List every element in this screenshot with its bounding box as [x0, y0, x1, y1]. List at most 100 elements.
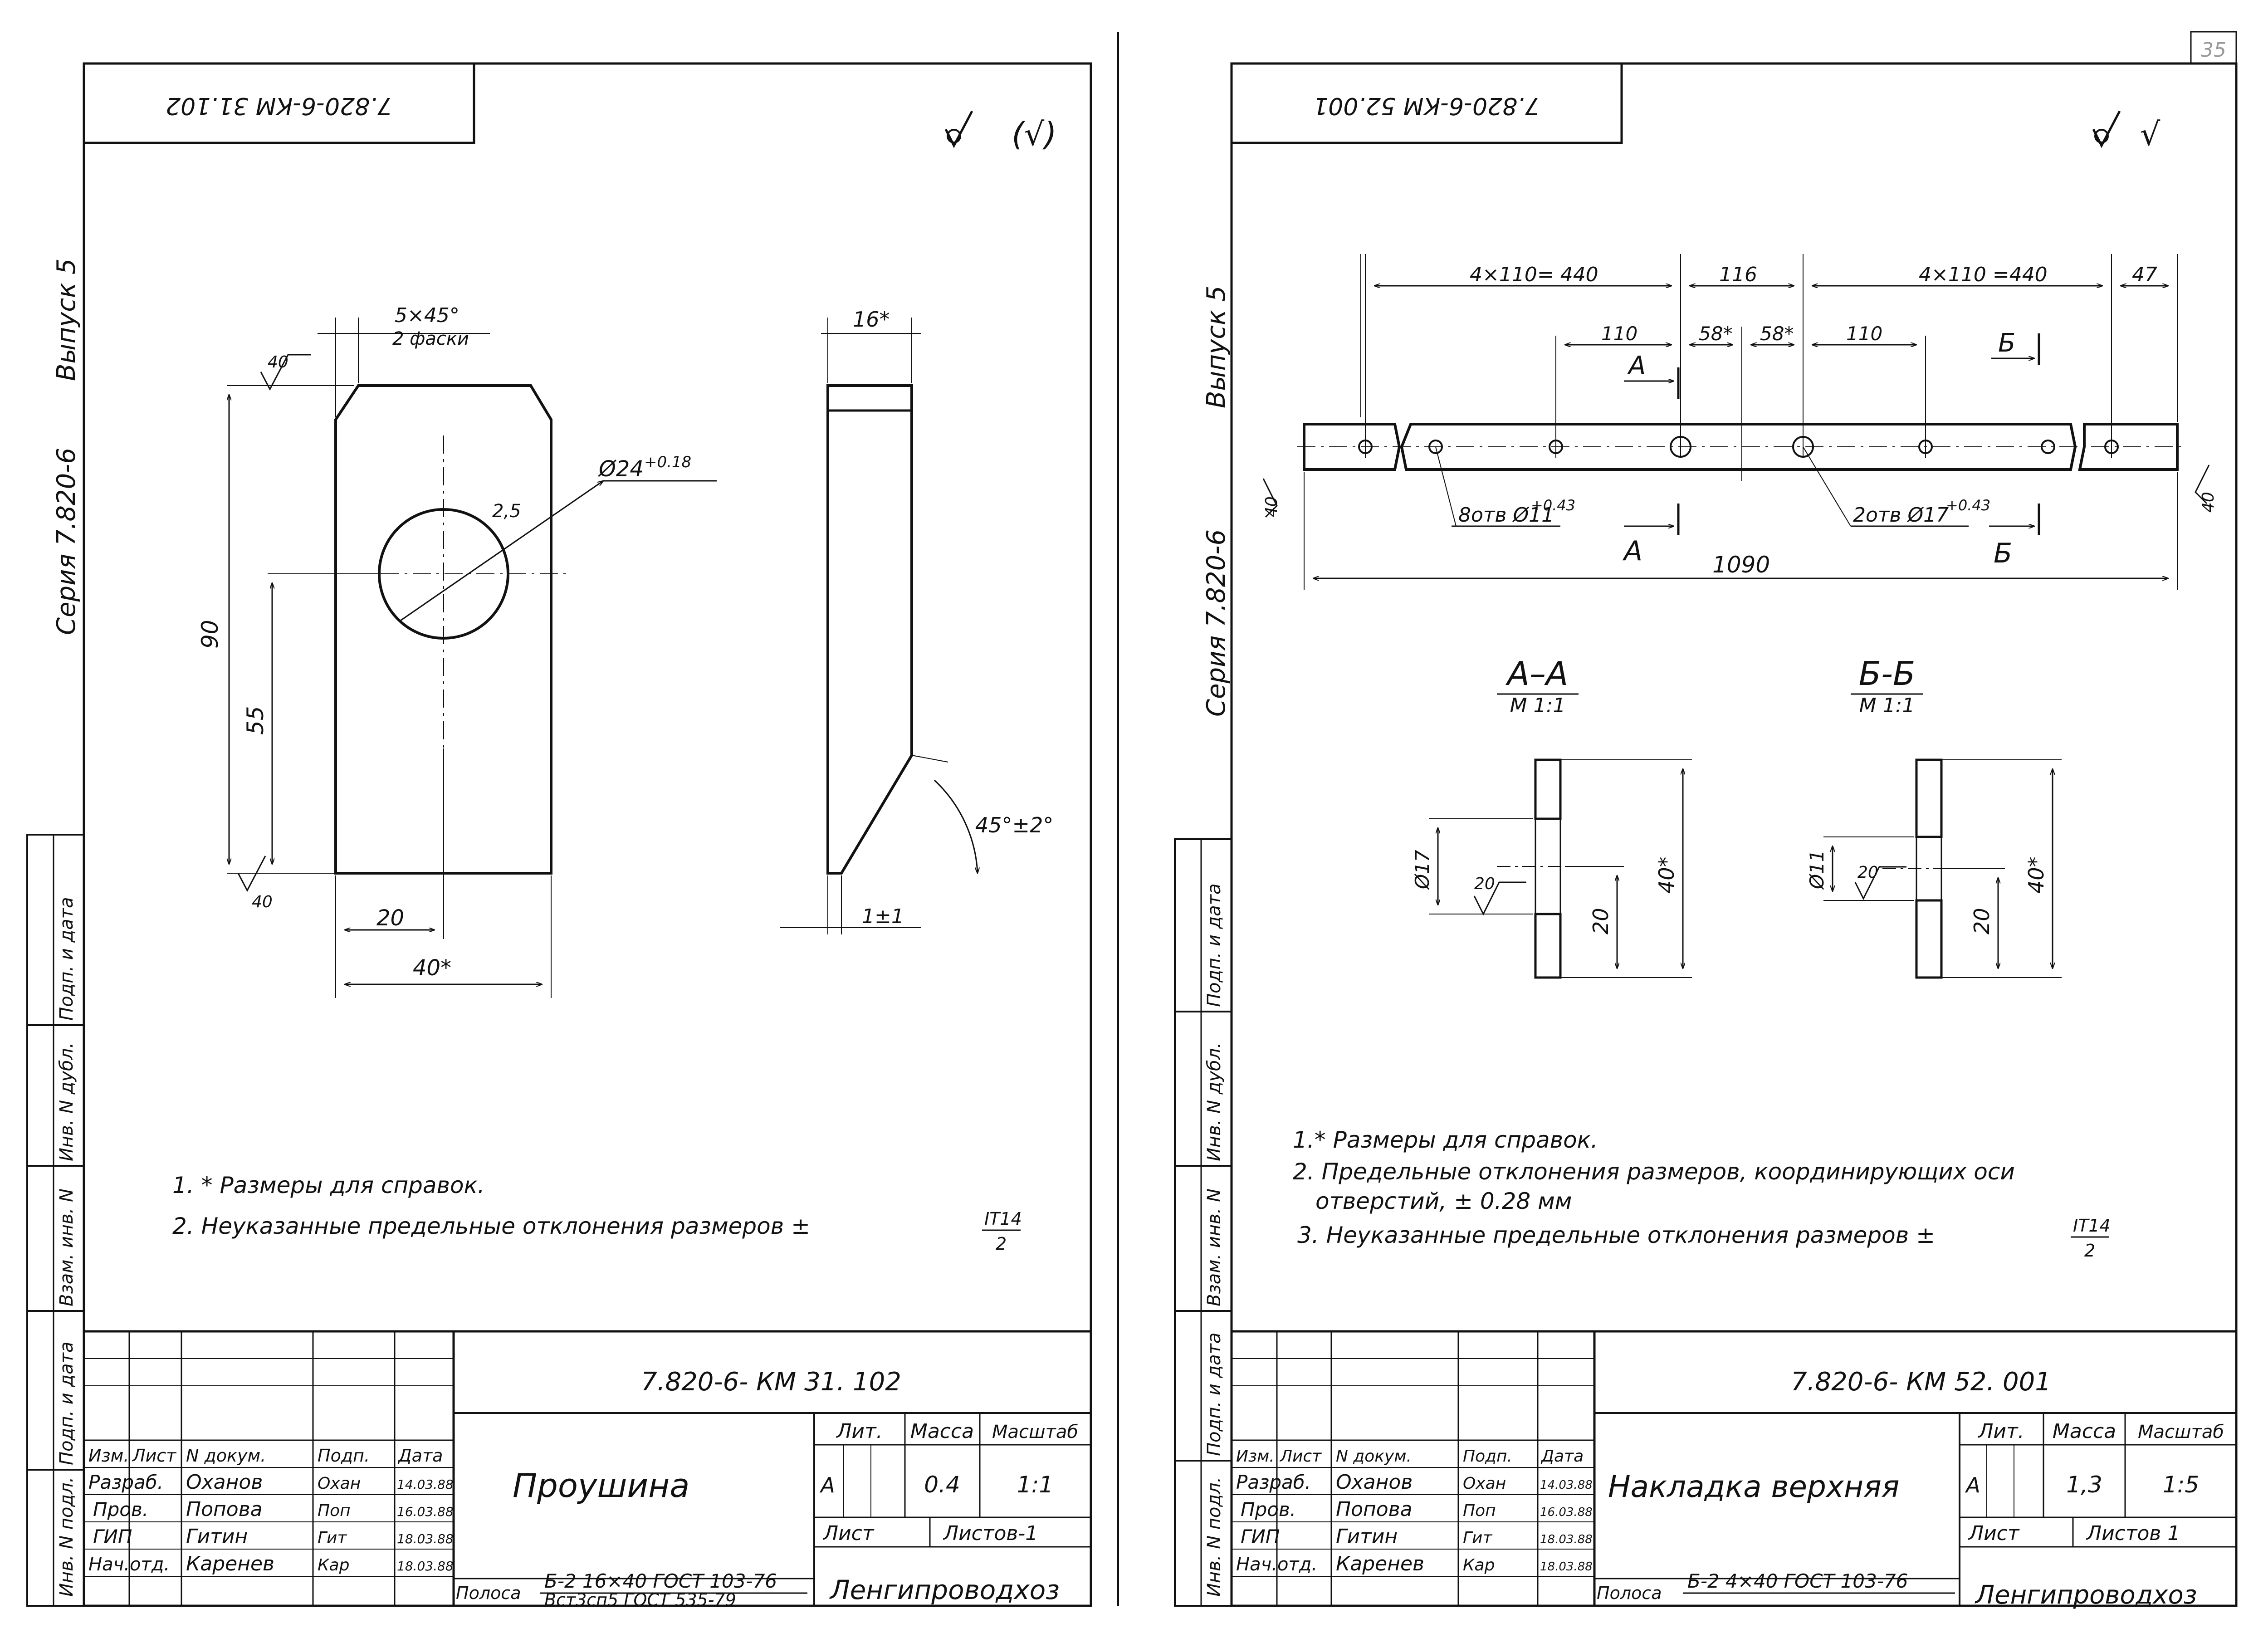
- left-row1-sign: Охан: [318, 1474, 361, 1493]
- left-dim-chamfer: 5×45°: [395, 304, 459, 327]
- left-dim-chamfer-note: 2 фаски: [392, 328, 469, 349]
- right-lit-header: Лит.: [1977, 1420, 2024, 1443]
- right-notes: 1.* Размеры для справок. 2. Предельные о…: [1293, 1127, 2111, 1261]
- left-row3-role: ГИП: [93, 1526, 132, 1548]
- right-sec-d17: Ø17: [1411, 850, 1433, 890]
- left-issue-label: Выпуск 5: [52, 259, 81, 381]
- right-row3-sign: Гит: [1463, 1529, 1492, 1547]
- right-note-frac-den: 2: [2084, 1241, 2095, 1261]
- right-col-sign: Подп.: [1463, 1447, 1512, 1466]
- left-dim-angle: 45°±2°: [975, 813, 1053, 837]
- left-dim-55: 55: [242, 706, 269, 735]
- right-sec-mark-b-bottom: Б: [1994, 538, 2012, 569]
- left-row3-sign: Гит: [318, 1529, 347, 1547]
- right-page-no: 35: [2201, 39, 2226, 62]
- left-roughness-mark: (√): [944, 110, 1057, 153]
- right-row3-role: ГИП: [1241, 1526, 1280, 1548]
- left-scale-header: Масштаб: [992, 1422, 1078, 1442]
- right-section-aa-scale: М 1:1: [1510, 694, 1566, 717]
- left-row3-name: Гитин: [186, 1525, 248, 1548]
- right-section-aa: А–А М 1:1 Ø17 20 20 40*: [1411, 655, 1692, 979]
- left-row3-date: 18.03.88: [397, 1531, 454, 1546]
- left-sheet-label: Лист: [822, 1522, 875, 1545]
- left-side-label-2: Подп. и дата: [56, 1342, 77, 1465]
- right-dim-top2: 116: [1719, 263, 1757, 286]
- right-dim-58a: 58*: [1699, 323, 1732, 345]
- right-row3-name: Гитин: [1336, 1525, 1398, 1548]
- left-stamp-code: 7.820-6-КМ 31.102: [166, 92, 392, 119]
- right-col-list: Лист: [1279, 1447, 1322, 1466]
- right-frame: [1230, 62, 2238, 1607]
- right-scale-header: Масштаб: [2138, 1422, 2224, 1442]
- right-col-date: Дата: [1540, 1447, 1584, 1466]
- right-sec-r20a: 20: [1474, 875, 1495, 893]
- right-note-2: 2. Предельные отклонения размеров, коорд…: [1293, 1159, 2015, 1185]
- right-row4-name: Каренев: [1336, 1552, 1424, 1575]
- right-holes1: 8отв Ø11: [1458, 504, 1554, 527]
- right-sec-h20b: 20: [1970, 908, 1994, 934]
- left-series-label: Серия 7.820-6: [52, 448, 81, 635]
- right-part-name: Накладка верхняя: [1608, 1469, 1900, 1504]
- left-note-frac-den: 2: [996, 1234, 1007, 1254]
- right-rough-left: 40: [1262, 496, 1281, 517]
- right-title-code: 7.820-6- КМ 52. 001: [1791, 1367, 2051, 1397]
- right-sec-mark-a-bottom: А: [1622, 535, 1642, 567]
- left-sheets-label: Листов-1: [943, 1522, 1038, 1545]
- right-side-label-4: Инв. N дубл.: [1204, 1042, 1225, 1161]
- right-holes2-tol: +0.43: [1946, 497, 1990, 514]
- left-row1-name: Оханов: [186, 1471, 263, 1494]
- right-row2-date: 16.03.88: [1540, 1506, 1593, 1519]
- right-lit-value: А: [1965, 1473, 1980, 1497]
- left-dim-r25: 2,5: [492, 501, 521, 522]
- right-dim-top3: 4×110 =440: [1919, 263, 2048, 286]
- left-side-strip: Инв. N подл. Подп. и дата Взам. инв. N И…: [26, 834, 85, 1607]
- left-rough-top: 40: [268, 353, 288, 372]
- right-note-3: 3. Неуказанные предельные отклонения раз…: [1297, 1222, 1935, 1248]
- right-row1-role: Разраб.: [1236, 1471, 1311, 1493]
- left-note-1: 1. * Размеры для справок.: [172, 1172, 485, 1198]
- left-side-label-4: Инв. N дубл.: [56, 1042, 77, 1161]
- right-dim-top4: 47: [2132, 263, 2157, 286]
- left-roughness-text: (√): [1012, 116, 1056, 153]
- right-row3-date: 18.03.88: [1540, 1533, 1593, 1546]
- left-col-list: Лист: [132, 1446, 177, 1466]
- right-issue-label: Выпуск 5: [1202, 286, 1231, 408]
- right-material-top: Б-2 4×40 ГОСТ 103-76: [1687, 1570, 1908, 1592]
- left-sheet: 7.820-6-КМ 31.102 (√) Серия 7.820-6 Выпу…: [26, 62, 1092, 1610]
- left-mass-header: Масса: [910, 1420, 974, 1443]
- right-stamp-code: 7.820-6-КМ 52.001: [1313, 92, 1540, 119]
- left-org: Ленгипроводхоз: [829, 1574, 1060, 1605]
- left-title-block: Изм. Лист N докум. Подп. Дата Разраб. Ох…: [84, 1330, 1091, 1610]
- left-side-label-3: Взам. инв. N: [56, 1188, 77, 1306]
- right-row2-name: Попова: [1336, 1498, 1413, 1521]
- right-col-izm: Изм.: [1236, 1447, 1275, 1466]
- right-sec-mark-a-top: А: [1627, 351, 1646, 381]
- left-dim-90: 90: [197, 620, 223, 649]
- left-side-label-5: Подп. и дата: [56, 897, 77, 1021]
- left-stamp-box: [83, 62, 475, 144]
- right-holes2: 2отв Ø17: [1853, 504, 1949, 527]
- right-note-1: 1.* Размеры для справок.: [1293, 1127, 1598, 1153]
- right-section-bb: Б-Б М 1:1 Ø11 20 20 40*: [1806, 655, 2062, 979]
- right-row4-sign: Кар: [1463, 1556, 1495, 1574]
- left-row4-sign: Кар: [318, 1556, 349, 1574]
- left-row1-date: 14.03.88: [397, 1477, 454, 1492]
- right-section-bb-scale: М 1:1: [1859, 694, 1915, 717]
- left-lit-value: А: [819, 1473, 835, 1497]
- left-mass-value: 0.4: [924, 1472, 960, 1498]
- right-title-block: Изм. Лист N докум. Подп. Дата Разраб. Ох…: [1232, 1330, 2236, 1610]
- left-col-doc: N докум.: [186, 1446, 266, 1466]
- left-dim-40: 40*: [413, 955, 451, 981]
- right-side-label-5: Подп. и дата: [1204, 884, 1225, 1007]
- left-dim-20: 20: [376, 905, 404, 931]
- right-org: Ленгипроводхоз: [1975, 1580, 2197, 1610]
- right-side-label-1: Инв. N подл.: [1204, 1477, 1225, 1597]
- left-row2-role: Пров.: [93, 1498, 148, 1521]
- right-sec-r20b: 20: [1857, 863, 1878, 882]
- left-part-name: Проушина: [513, 1467, 689, 1505]
- right-sec-h40b: 40*: [2024, 856, 2048, 894]
- right-note-2b: отверстий, ± 0.28 мм: [1315, 1188, 1572, 1214]
- right-scale-value: 1:5: [2163, 1472, 2199, 1498]
- right-section-aa-title: А–А: [1505, 655, 1569, 693]
- right-material-prefix: Полоса: [1597, 1583, 1662, 1603]
